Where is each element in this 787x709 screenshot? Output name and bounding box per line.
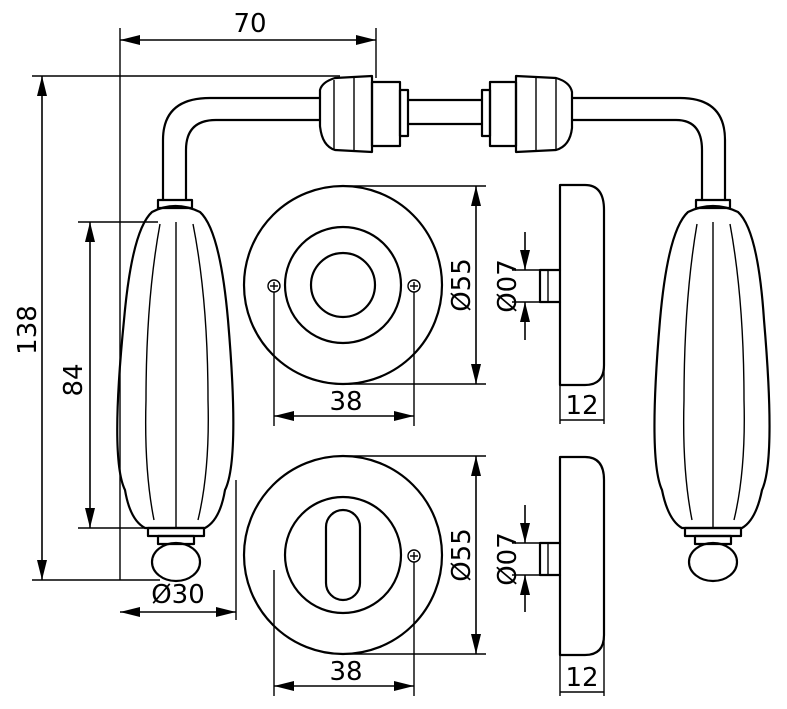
dimension-label: Ø55 [447, 258, 477, 312]
dimension-thickness-12-top: 12 [559, 365, 605, 424]
dimension-label: Ø07 [493, 259, 523, 313]
dimension-label: Ø07 [493, 532, 523, 586]
dimension-width-70: 70 [119, 9, 377, 580]
dimension-label: 84 [59, 363, 89, 396]
top-rose-side-view [538, 183, 606, 387]
dimension-label: 12 [565, 391, 598, 421]
bottom-rose-side-view [538, 455, 606, 657]
dimension-label: 38 [329, 657, 362, 687]
left-lever-handle [116, 96, 322, 583]
right-lever-handle [570, 96, 771, 583]
dimension-height-138: 138 [13, 75, 340, 581]
dimension-label: Ø30 [151, 580, 205, 610]
dimension-label: 12 [565, 663, 598, 693]
dimension-label: 70 [233, 9, 266, 39]
dimension-label: Ø55 [447, 528, 477, 582]
dimension-rose-55-top: Ø55 [343, 185, 486, 385]
spindle-assembly [318, 74, 574, 154]
dimension-label: 38 [329, 387, 362, 417]
dimension-screw-38-top: 38 [273, 292, 415, 426]
dimension-thickness-12-bottom: 12 [559, 635, 605, 696]
screw-icon [267, 279, 281, 293]
dimension-spindle-07-bottom: Ø07 [493, 505, 540, 612]
screw-icon [407, 279, 421, 293]
dimension-height-84: 84 [59, 221, 158, 529]
screw-icon [407, 549, 421, 563]
dimension-knob-30: Ø30 [120, 480, 237, 620]
dimension-spindle-07-top: Ø07 [493, 232, 540, 340]
dimension-screw-38-bottom: 38 [273, 562, 415, 696]
dimension-label: 138 [13, 305, 43, 355]
